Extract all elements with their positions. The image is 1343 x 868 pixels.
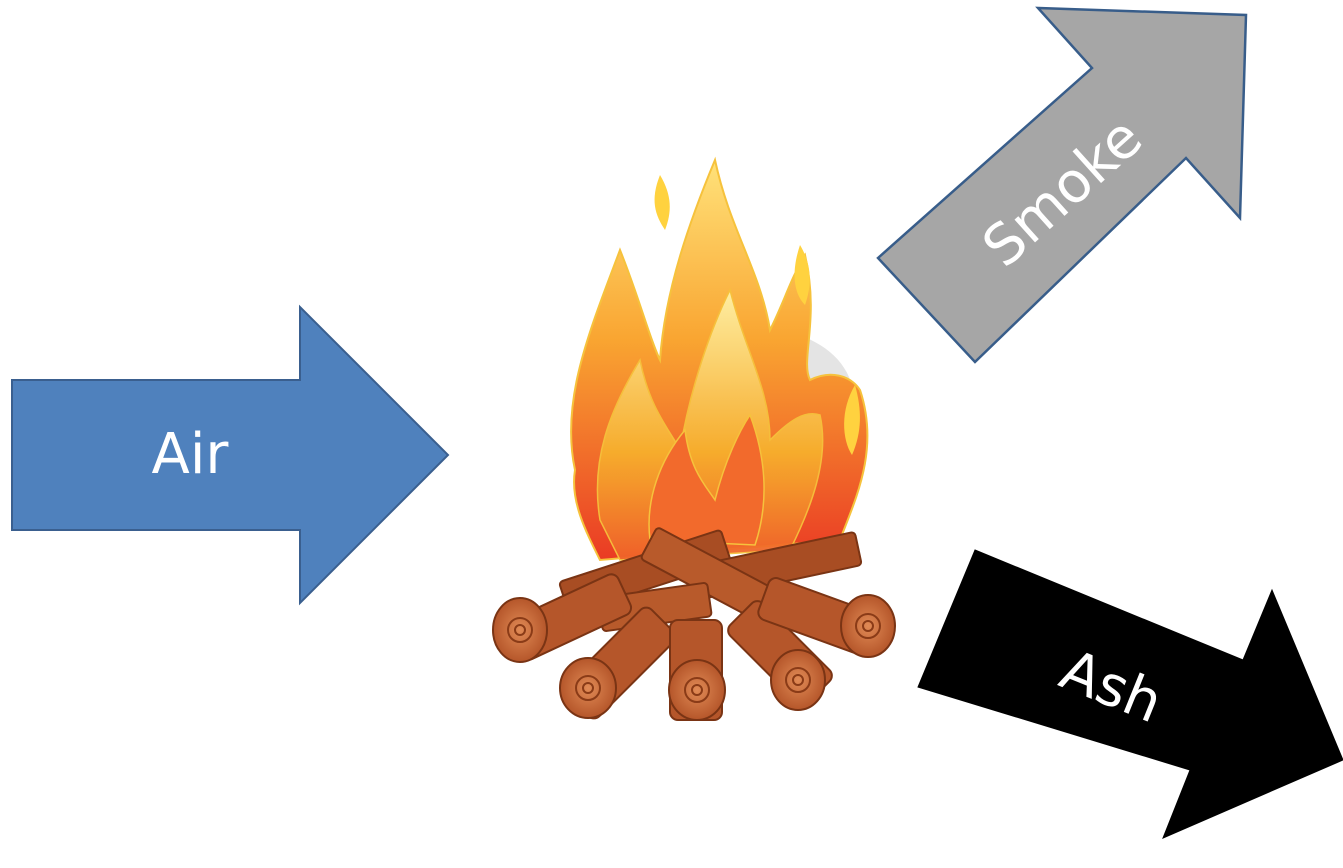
air-arrow: Air [12,307,448,603]
logs [493,527,895,722]
smoke-arrow: Smoke [878,8,1246,362]
air-arrow-shape [12,307,448,603]
air-label: Air [152,422,230,487]
ash-arrow: Ash [918,550,1343,838]
campfire-icon [493,160,895,722]
